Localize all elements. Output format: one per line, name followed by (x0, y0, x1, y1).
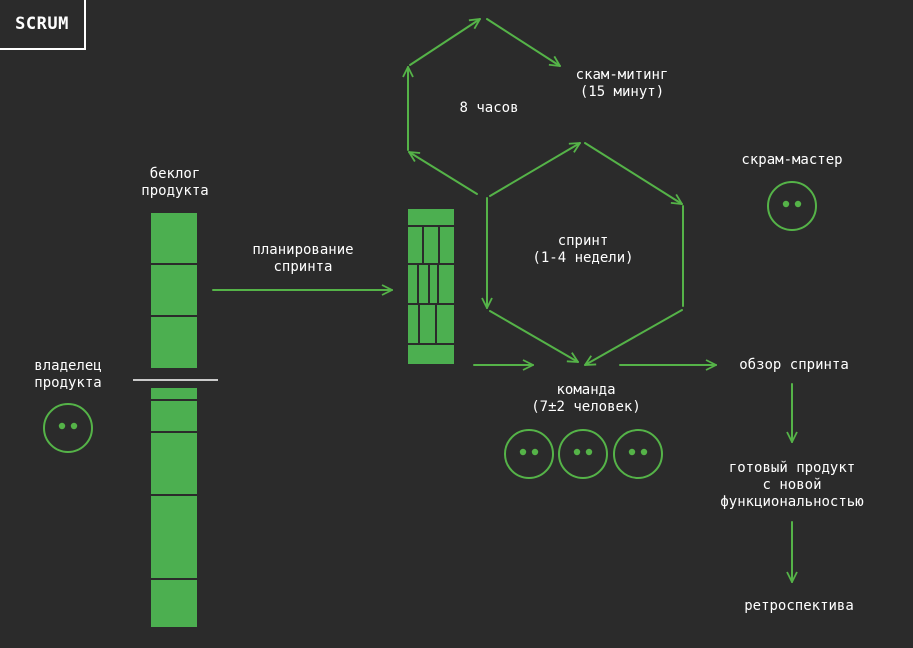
daily-scrum-label: скам-митинг(15 минут) (575, 67, 669, 100)
team-avatar-3 (613, 429, 663, 479)
daily-cycle-arrow (486, 18, 560, 66)
sprint-backlog-stack (406, 207, 456, 366)
backlog-item (149, 494, 199, 580)
scrum-badge: SCRUM (0, 0, 86, 50)
daily-hours-label: 8 часов (459, 100, 519, 116)
sprint-cycle-arrow (584, 142, 682, 204)
sprint-backlog-item (417, 263, 430, 305)
sprint-label: спринт(1-4 недели) (532, 233, 634, 266)
retrospective-label: ретроспектива (744, 598, 854, 614)
sprint-backlog-item (438, 225, 456, 265)
sprint-backlog-item (428, 263, 439, 305)
sprint-backlog-item (422, 225, 440, 265)
daily-cycle-arrow (409, 152, 478, 195)
sprint-backlog-item (406, 225, 424, 265)
product-owner-avatar (43, 403, 93, 453)
backlog-item (149, 211, 199, 265)
backlog-item (149, 315, 199, 370)
sprint-backlog-item (406, 303, 420, 345)
team-label: команда(7±2 человек) (531, 382, 641, 415)
scrum-master-label: скрам-мастер (741, 152, 843, 168)
backlog-item (149, 263, 199, 317)
backlog-item (149, 431, 199, 496)
team-avatar-2 (558, 429, 608, 479)
scrum-master-avatar (767, 181, 817, 231)
backlog-item (149, 578, 199, 629)
backlog-item (149, 386, 199, 401)
sprint-cycle-arrow (489, 310, 578, 362)
sprint-backlog-item (406, 343, 456, 366)
daily-cycle-arrow (409, 19, 480, 66)
sprint-backlog-item (437, 263, 456, 305)
sprint-backlog-item (435, 303, 456, 345)
sprint-backlog-item (406, 263, 419, 305)
sprint-backlog-item (406, 207, 456, 227)
sprint-review-label: обзор спринта (739, 357, 849, 373)
sprint-backlog-item (418, 303, 437, 345)
sprint-cycle-arrow (585, 309, 683, 366)
team-avatar-1 (504, 429, 554, 479)
product-backlog-stack (149, 211, 199, 629)
backlog-item (149, 399, 199, 433)
sprint-cycle-arrow (489, 143, 580, 197)
